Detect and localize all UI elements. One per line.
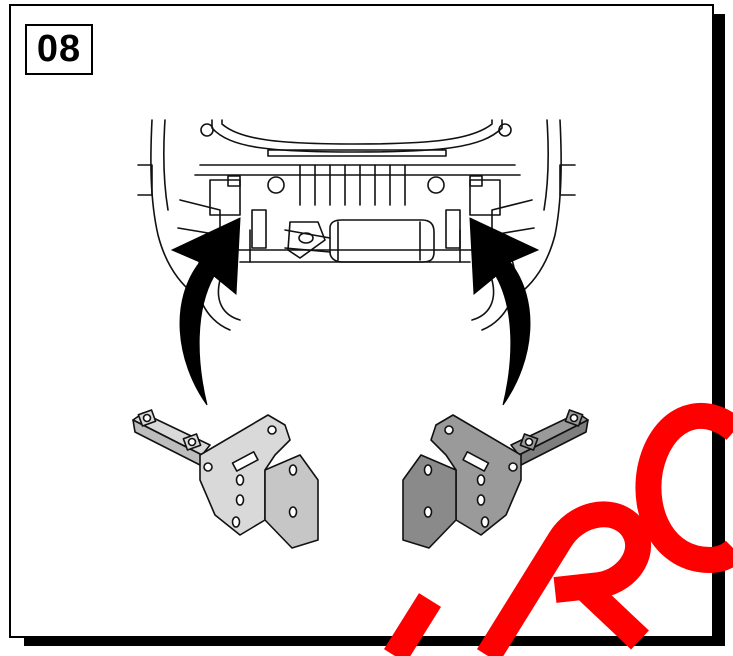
curved-arrow-up-icon [469,217,540,406]
curved-arrow-up-icon [170,217,241,406]
step-number-box: 08 [25,24,93,75]
instruction-frame [9,4,714,638]
right-mounting-bracket [402,409,589,549]
watermark [383,402,733,656]
left-mounting-bracket [132,409,319,549]
step-number: 08 [36,28,82,70]
